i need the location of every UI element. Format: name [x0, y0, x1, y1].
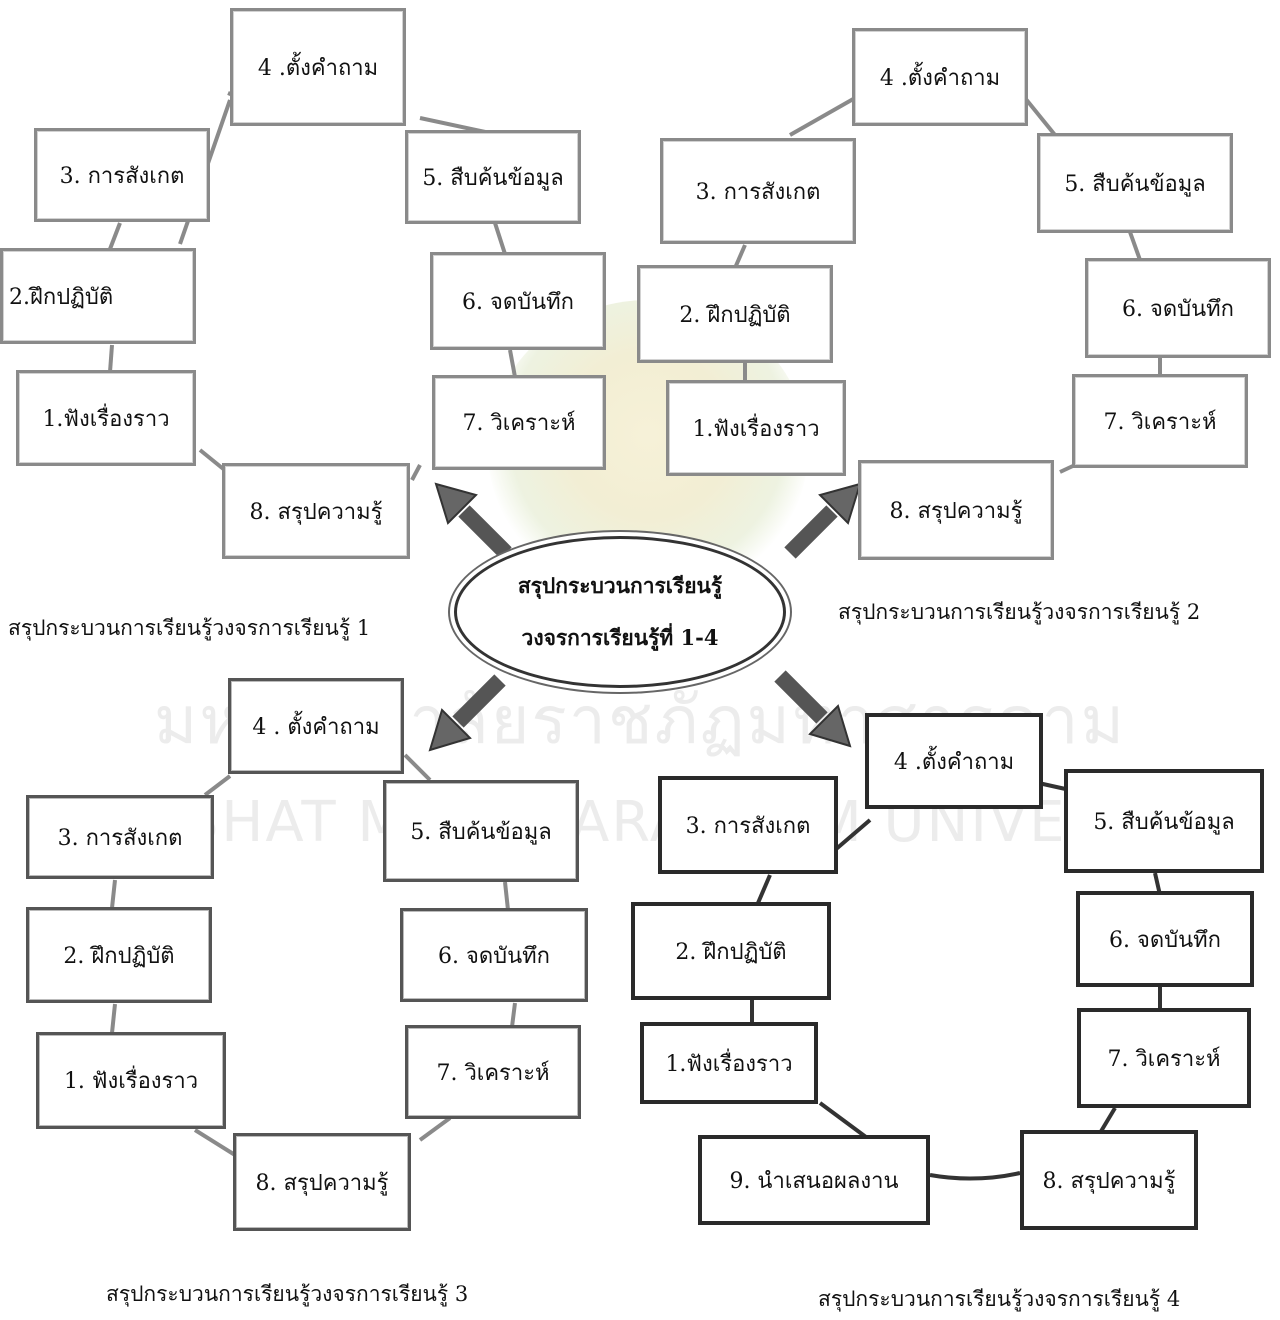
cycle1-step3-box: 3. การสังเกต	[34, 128, 210, 222]
cycle1-step1-label: 1.ฟังเรื่องราว	[42, 406, 170, 432]
center-arrows	[428, 482, 862, 752]
cycle2-step3-label: 3. การสังเกต	[695, 179, 821, 205]
cycle1-step8-box: 8. สรุปความรู้	[222, 463, 410, 559]
cycle3-step1-box: 1. ฟังเรื่องราว	[36, 1032, 226, 1129]
cycle4-step2-box: 2. ฝึกปฏิบัติ	[631, 902, 831, 1000]
cycle4-step1-label: 1.ฟังเรื่องราว	[665, 1051, 793, 1077]
cycle4-step2-label: 2. ฝึกปฏิบัติ	[675, 939, 787, 965]
cycle3-step7-label: 7. วิเคราะห์	[436, 1060, 550, 1086]
cycle2-connectors	[733, 96, 1162, 474]
cycle3-step7-box: 7. วิเคราะห์	[405, 1025, 581, 1119]
cycle3-step6-box: 6. จดบันทึก	[400, 908, 588, 1002]
cycle1-step3-label: 3. การสังเกต	[59, 163, 185, 189]
cycle4-step4-box: 4 .ตั้งคำถาม	[865, 713, 1043, 809]
cycle2-step8-box: 8. สรุปความรู้	[858, 460, 1054, 560]
arrow-to-cycle1	[434, 482, 512, 559]
cycle4-step8-box: 8. สรุปความรู้	[1020, 1130, 1198, 1230]
cycle3-caption: สรุปกระบวนการเรียนรู้วงจรการเรียนรู้ 3	[106, 1282, 469, 1306]
cycle2-step6-box: 6. จดบันทึก	[1085, 258, 1271, 358]
cycle2-step3-box: 3. การสังเกต	[660, 138, 856, 244]
center-title-line1: สรุปกระบวนการเรียนรู้	[517, 573, 723, 598]
cycle2-step4-box: 4 .ตั้งคำถาม	[852, 28, 1028, 126]
cycle1-step6-box: 6. จดบันทึก	[430, 252, 606, 350]
cycle1-step5-label: 5. สืบค้นข้อมูล	[422, 165, 564, 191]
cycle1-step5-box: 5. สืบค้นข้อมูล	[405, 130, 581, 224]
cycle2-step8-label: 8. สรุปความรู้	[889, 498, 1023, 524]
cycle4-step9-box: 9. นำเสนอผลงาน	[698, 1135, 930, 1225]
cycle2-step2-box: 2. ฝึกปฏิบัติ	[637, 265, 833, 363]
cycle1-step7-box: 7. วิเคราะห์	[432, 375, 606, 470]
cycle3-step6-label: 6. จดบันทึก	[438, 943, 550, 969]
cycle1-caption: สรุปกระบวนการเรียนรู้วงจรการเรียนรู้ 1	[8, 616, 371, 640]
cycle1-step4-box: 4 .ตั้งคำถาม	[230, 8, 406, 126]
cycle2-step5-label: 5. สืบค้นข้อมูล	[1064, 171, 1206, 197]
cycle2-caption: สรุปกระบวนการเรียนรู้วงจรการเรียนรู้ 2	[838, 600, 1201, 624]
cycle3-connectors	[110, 753, 517, 1157]
cycle3-step3-label: 3. การสังเกต	[57, 825, 183, 851]
cycle3-step1-label: 1. ฟังเรื่องราว	[63, 1069, 199, 1094]
cycle4-step3-box: 3. การสังเกต	[658, 776, 838, 874]
cycle4-caption: สรุปกระบวนการเรียนรู้วงจรการเรียนรู้ 4	[818, 1287, 1181, 1311]
cycle4-step5-box: 5. สืบค้นข้อมูล	[1064, 769, 1264, 873]
cycle4-step7-box: 7. วิเคราะห์	[1077, 1008, 1251, 1108]
arrow-to-cycle3	[428, 674, 506, 752]
cycle2-step1-label: 1.ฟังเรื่องราว	[692, 416, 820, 442]
cycle3-step5-label: 5. สืบค้นข้อมูล	[410, 819, 552, 845]
cycle1-step6-label: 6. จดบันทึก	[462, 289, 574, 315]
arrow-to-cycle2	[784, 482, 862, 559]
arrow-to-cycle4	[774, 670, 852, 748]
cycle4-step7-label: 7. วิเคราะห์	[1107, 1046, 1221, 1072]
cycle2-step5-box: 5. สืบค้นข้อมูล	[1037, 133, 1233, 233]
cycle2-step7-label: 7. วิเคราะห์	[1103, 409, 1217, 435]
cycle3-step4-label: 4 . ตั้งคำถาม	[252, 714, 380, 740]
cycle4-step9-label: 9. นำเสนอผลงาน	[729, 1168, 899, 1194]
cycle3-step2-box: 2. ฝึกปฏิบัติ	[26, 907, 212, 1003]
cycle1-step7-label: 7. วิเคราะห์	[462, 411, 576, 436]
cycle2-step1-box: 1.ฟังเรื่องราว	[666, 380, 846, 476]
cycle4-step3-label: 3. การสังเกต	[685, 813, 811, 839]
center-title-line2: วงจรการเรียนรู้ที่ 1-4	[521, 625, 719, 650]
cycle4-step6-box: 6. จดบันทึก	[1076, 891, 1254, 987]
cycle2-step4-label: 4 .ตั้งคำถาม	[879, 65, 1001, 91]
cycle4-step6-label: 6. จดบันทึก	[1109, 927, 1221, 953]
cycle3-step2-label: 2. ฝึกปฏิบัติ	[63, 943, 175, 969]
cycle3-step3-box: 3. การสังเกต	[26, 795, 214, 879]
cycle2-step6-label: 6. จดบันทึก	[1122, 296, 1234, 322]
cycle4-step4-label: 4 .ตั้งคำถาม	[893, 749, 1015, 775]
cycle4-step8-label: 8. สรุปความรู้	[1042, 1168, 1176, 1194]
cycle4-step1-box: 1.ฟังเรื่องราว	[640, 1022, 818, 1104]
cycle1-step4-label: 4 .ตั้งคำถาม	[257, 55, 379, 81]
cycle2-step2-label: 2. ฝึกปฏิบัติ	[679, 302, 791, 328]
cycle1-step8-label: 8. สรุปความรู้	[249, 499, 383, 525]
cycle2-step7-box: 7. วิเคราะห์	[1072, 374, 1248, 468]
cycle1-step2-box: 2.ฝึกปฏิบัติ	[0, 248, 196, 344]
cycle4-step5-label: 5. สืบค้นข้อมูล	[1093, 809, 1235, 835]
center-summary-ellipse: สรุปกระบวนการเรียนรู้ วงจรการเรียนรู้ที่…	[454, 536, 786, 688]
cycle3-step4-box: 4 . ตั้งคำถาม	[228, 678, 404, 774]
cycle1-step1-box: 1.ฟังเรื่องราว	[16, 370, 196, 466]
cycle1-step2-label: 2.ฝึกปฏิบัติ	[9, 284, 114, 310]
cycle3-step8-box: 8. สรุปความรู้	[233, 1133, 411, 1231]
cycle3-step8-label: 8. สรุปความรู้	[255, 1170, 389, 1196]
cycle3-step5-box: 5. สืบค้นข้อมูล	[383, 780, 579, 882]
